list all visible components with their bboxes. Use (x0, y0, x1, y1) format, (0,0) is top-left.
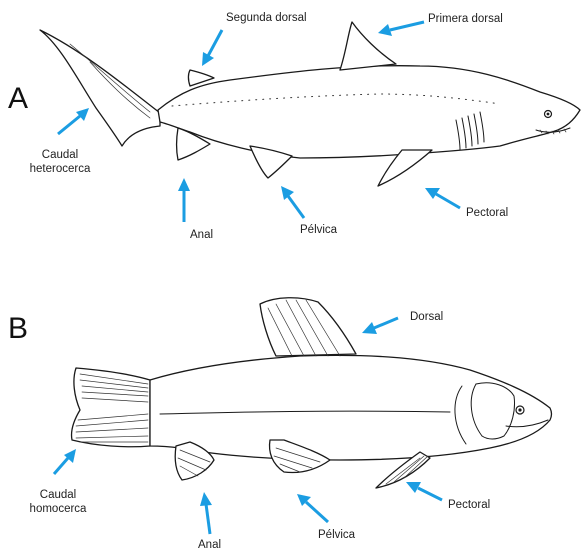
label-pelvica-a: Pélvica (300, 224, 338, 236)
label-caudal-b-1: Caudal (40, 489, 76, 501)
panel-a: A (8, 12, 580, 241)
fish-dorsal-fin (260, 298, 356, 356)
label-anal-a: Anal (190, 229, 213, 241)
panel-b: B (8, 298, 552, 551)
panel-b-letter: B (8, 312, 28, 345)
shark-body (158, 66, 580, 158)
label-pectoral-b: Pectoral (448, 499, 490, 511)
label-caudal-a-1: Caudal (42, 149, 78, 161)
fish-caudal-fin (71, 368, 150, 447)
shark-illustration (40, 22, 580, 186)
fish-body (150, 355, 552, 460)
label-caudal-b-2: homocerca (30, 503, 87, 515)
shark-caudal-fin (40, 30, 160, 146)
arrow-caudal-heterocerca (58, 108, 89, 134)
label-primera-dorsal: Primera dorsal (428, 13, 503, 25)
arrow-caudal-homocerca (54, 449, 76, 474)
arrow-segunda-dorsal (202, 30, 222, 66)
panel-a-letter: A (8, 82, 28, 115)
label-segunda-dorsal: Segunda dorsal (226, 12, 307, 24)
label-caudal-a-2: heterocerca (30, 163, 91, 175)
label-dorsal-b: Dorsal (410, 311, 443, 323)
arrow-pectoral-a (425, 188, 460, 208)
arrow-primera-dorsal (378, 22, 424, 36)
fish-illustration (71, 298, 551, 488)
arrow-anal-a (178, 178, 190, 222)
arrow-pelvica-a (281, 186, 304, 218)
arrow-pelvica-b (297, 494, 328, 522)
label-anal-b: Anal (198, 539, 221, 551)
arrow-dorsal-b (362, 318, 398, 334)
label-pectoral-a: Pectoral (466, 207, 508, 219)
label-pelvica-b: Pélvica (318, 529, 356, 541)
arrow-pectoral-b (406, 482, 442, 500)
arrow-anal-b (200, 492, 212, 534)
